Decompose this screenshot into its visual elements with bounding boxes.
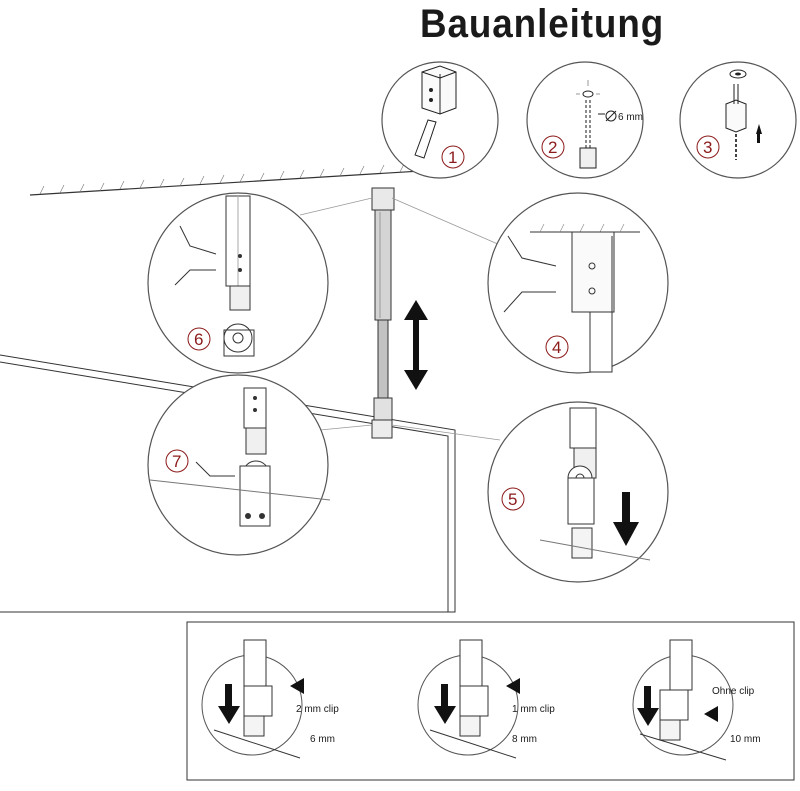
step-1-detail: 1 bbox=[381, 61, 499, 179]
step-7-detail: 7 bbox=[147, 374, 331, 556]
step-6-detail: 6 bbox=[147, 192, 329, 374]
adjust-length-arrow bbox=[404, 300, 428, 390]
step-3-detail: 3 bbox=[679, 61, 797, 179]
step-6-number: 6 bbox=[194, 330, 203, 349]
drill-diameter-label: 6 mm bbox=[618, 112, 643, 123]
clip-panel-2mm: 2 mm clip 6 mm bbox=[201, 639, 339, 759]
page-title: Bauanleitung bbox=[420, 2, 665, 46]
clip-label-a: 2 mm clip bbox=[296, 704, 339, 715]
step-2-detail: 6 mm 2 bbox=[526, 61, 644, 179]
step-5-detail: 5 bbox=[487, 401, 669, 583]
glass-thickness-c: 10 mm bbox=[730, 734, 761, 745]
step-4-detail: 4 bbox=[487, 192, 669, 374]
step-2-number: 2 bbox=[548, 138, 557, 157]
clip-panel-1mm: 1 mm clip 8 mm bbox=[417, 639, 555, 759]
leader-lines bbox=[299, 197, 501, 441]
step-3-number: 3 bbox=[703, 138, 712, 157]
step-5-number: 5 bbox=[508, 490, 517, 509]
clip-label-c: Ohne clip bbox=[712, 686, 755, 697]
glass-thickness-b: 8 mm bbox=[512, 734, 537, 745]
stabilizer-rod bbox=[371, 187, 395, 439]
clip-panel-no-clip: Ohne clip 10 mm bbox=[632, 639, 761, 761]
glass-thickness-a: 6 mm bbox=[310, 734, 335, 745]
step-4-number: 4 bbox=[552, 338, 561, 357]
step-1-number: 1 bbox=[448, 148, 457, 167]
step-7-number: 7 bbox=[172, 452, 181, 471]
clip-label-b: 1 mm clip bbox=[512, 704, 555, 715]
